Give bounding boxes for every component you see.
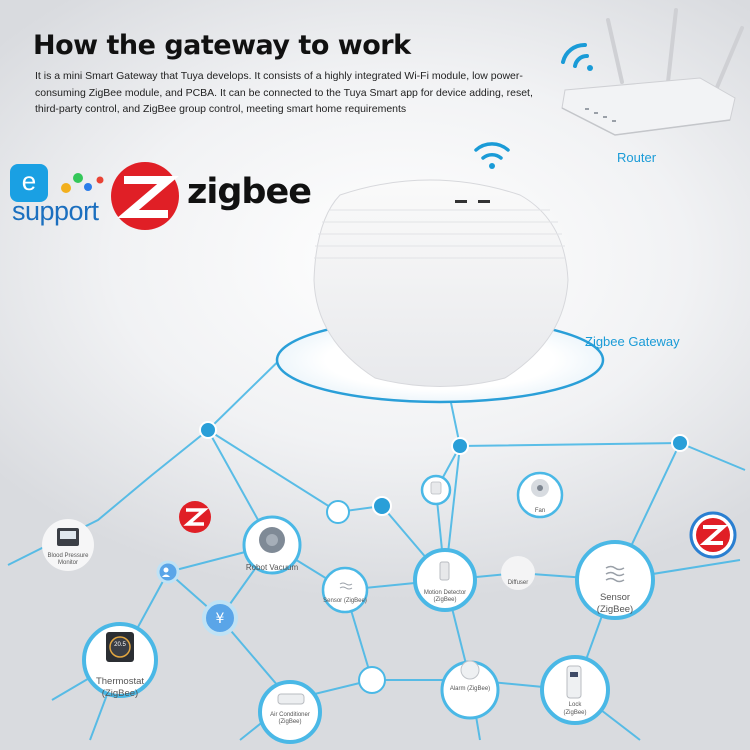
motion-detector-icon	[439, 561, 450, 581]
air-conditioner-node	[258, 680, 322, 744]
offline-node	[501, 556, 535, 590]
sensor-big-icon	[605, 565, 625, 583]
router-wifi-icon	[561, 42, 593, 71]
esupport-logo-text: support	[12, 196, 99, 226]
alarm-icon	[460, 660, 480, 680]
svg-text:¥: ¥	[216, 611, 225, 627]
esupport-logo-letter: e	[21, 166, 37, 196]
zigbee-logo-badge-right	[689, 511, 737, 559]
page-title: How the gateway to work	[33, 30, 411, 61]
robot-vacuum-label: Robot Vacuum	[245, 563, 299, 572]
small-bubble-node	[358, 666, 386, 694]
thermostat-icon	[106, 632, 134, 662]
zigbee-logo	[111, 162, 179, 230]
thermostat-reading: 20.5	[114, 642, 126, 648]
zigbee-gateway-device	[313, 179, 569, 387]
alarm-label: Alarm (ZigBee)	[449, 686, 491, 692]
lock-label: Lock	[568, 702, 582, 708]
sensor-big-label: Sensor	[599, 592, 631, 603]
air-conditioner-label: Air Conditioner (ZigBee)	[270, 712, 310, 725]
zigbee-logo-text: zigbee	[187, 172, 312, 212]
person-badge	[156, 560, 180, 584]
yen-badge: ¥	[202, 600, 238, 636]
esupport-logo-mark	[10, 164, 104, 202]
lock-sub-label: (ZigBee)	[563, 710, 587, 716]
sensor-big-sub-label: (ZigBee)	[596, 604, 634, 615]
thermostat-sub-label: (ZigBee)	[101, 688, 139, 699]
blood-pressure-label: Blood Pressure Monitor	[47, 553, 89, 566]
door-sensor-icon	[430, 481, 442, 495]
network-node-dots	[199, 421, 689, 516]
sensor-small-label: Sensor (ZigBee)	[323, 598, 367, 604]
lock-icon	[566, 665, 582, 699]
zigbee-logo-badge-left	[179, 501, 211, 533]
router-device	[561, 8, 744, 136]
blood-pressure-icon	[57, 528, 79, 546]
gateway-wifi-icon	[474, 142, 510, 169]
sensor-small-node	[321, 566, 369, 614]
thermostat-label: Thermostat	[95, 676, 145, 687]
motion-detector-label: Motion Detector (ZigBee)	[423, 590, 467, 603]
robot-vacuum-icon	[259, 527, 285, 553]
gateway-label: Zigbee Gateway	[585, 334, 680, 349]
fan-label: Fan	[534, 508, 546, 514]
fan-icon	[531, 479, 549, 497]
router-label: Router	[617, 150, 657, 165]
sensor-top-small-node	[326, 500, 350, 524]
sensor-small-icon	[339, 582, 353, 590]
air-conditioner-icon	[277, 693, 305, 705]
page-description: It is a mini Smart Gateway that Tuya dev…	[35, 70, 533, 115]
diffuser-label: Diffuser	[507, 580, 529, 586]
